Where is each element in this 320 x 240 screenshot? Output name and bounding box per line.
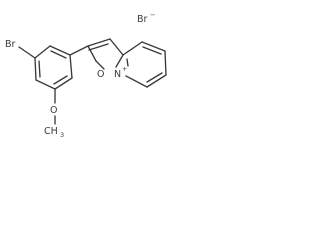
methyl-label: CH: [44, 126, 58, 137]
bromide-charge: −: [150, 11, 155, 19]
aryl-link-bond: [69, 45, 89, 56]
benzene-bond: [54, 77, 73, 90]
methyl-subscript: 3: [60, 131, 64, 139]
bromo-substituent-label: Br: [5, 39, 16, 50]
benzene-double-bond: [50, 50, 67, 59]
benzene-double-bond: [38, 60, 41, 78]
ring-nitrogen-label: N: [114, 69, 121, 80]
pyridinium-bond: [125, 75, 148, 88]
isoxazole-bond: [87, 45, 97, 62]
isoxazole-double-bond: [88, 43, 109, 51]
pyridinium-bond: [141, 41, 166, 52]
c-br-bond: [18, 46, 36, 59]
pyridinium-double-bond: [142, 46, 162, 55]
pyridinium-bond: [146, 74, 167, 88]
benzene-ring: [34, 45, 73, 90]
isoxazole-bond: [115, 54, 124, 68]
benzene-bond: [69, 54, 73, 79]
isoxazole-bond: [109, 38, 124, 56]
benzene-bond: [34, 45, 51, 59]
benzene-bond: [49, 45, 71, 56]
ring-oxygen-label: O: [97, 69, 104, 80]
benzene-bond: [34, 57, 37, 81]
pyridinium-bond: [164, 50, 167, 76]
molecule-drawing: Br − Br O CH 3 O N +: [5, 11, 167, 139]
pyridinium-double-bond: [126, 58, 129, 67]
isoxazole-bond: [87, 38, 111, 47]
bromide-label: Br: [137, 14, 148, 25]
isoxazole-ring: [87, 38, 124, 70]
pyridinium-bond: [122, 41, 143, 56]
pyridinium-ring: [122, 41, 167, 88]
structure-diagram: Br − Br O CH 3 O N +: [0, 0, 196, 146]
methoxy-oxygen-label: O: [50, 105, 57, 116]
isoxazole-bond: [95, 60, 105, 70]
benzene-double-bond: [53, 75, 68, 85]
nitrogen-charge: +: [122, 65, 127, 73]
benzene-bond: [35, 79, 56, 90]
pyridinium-double-bond: [146, 72, 163, 83]
